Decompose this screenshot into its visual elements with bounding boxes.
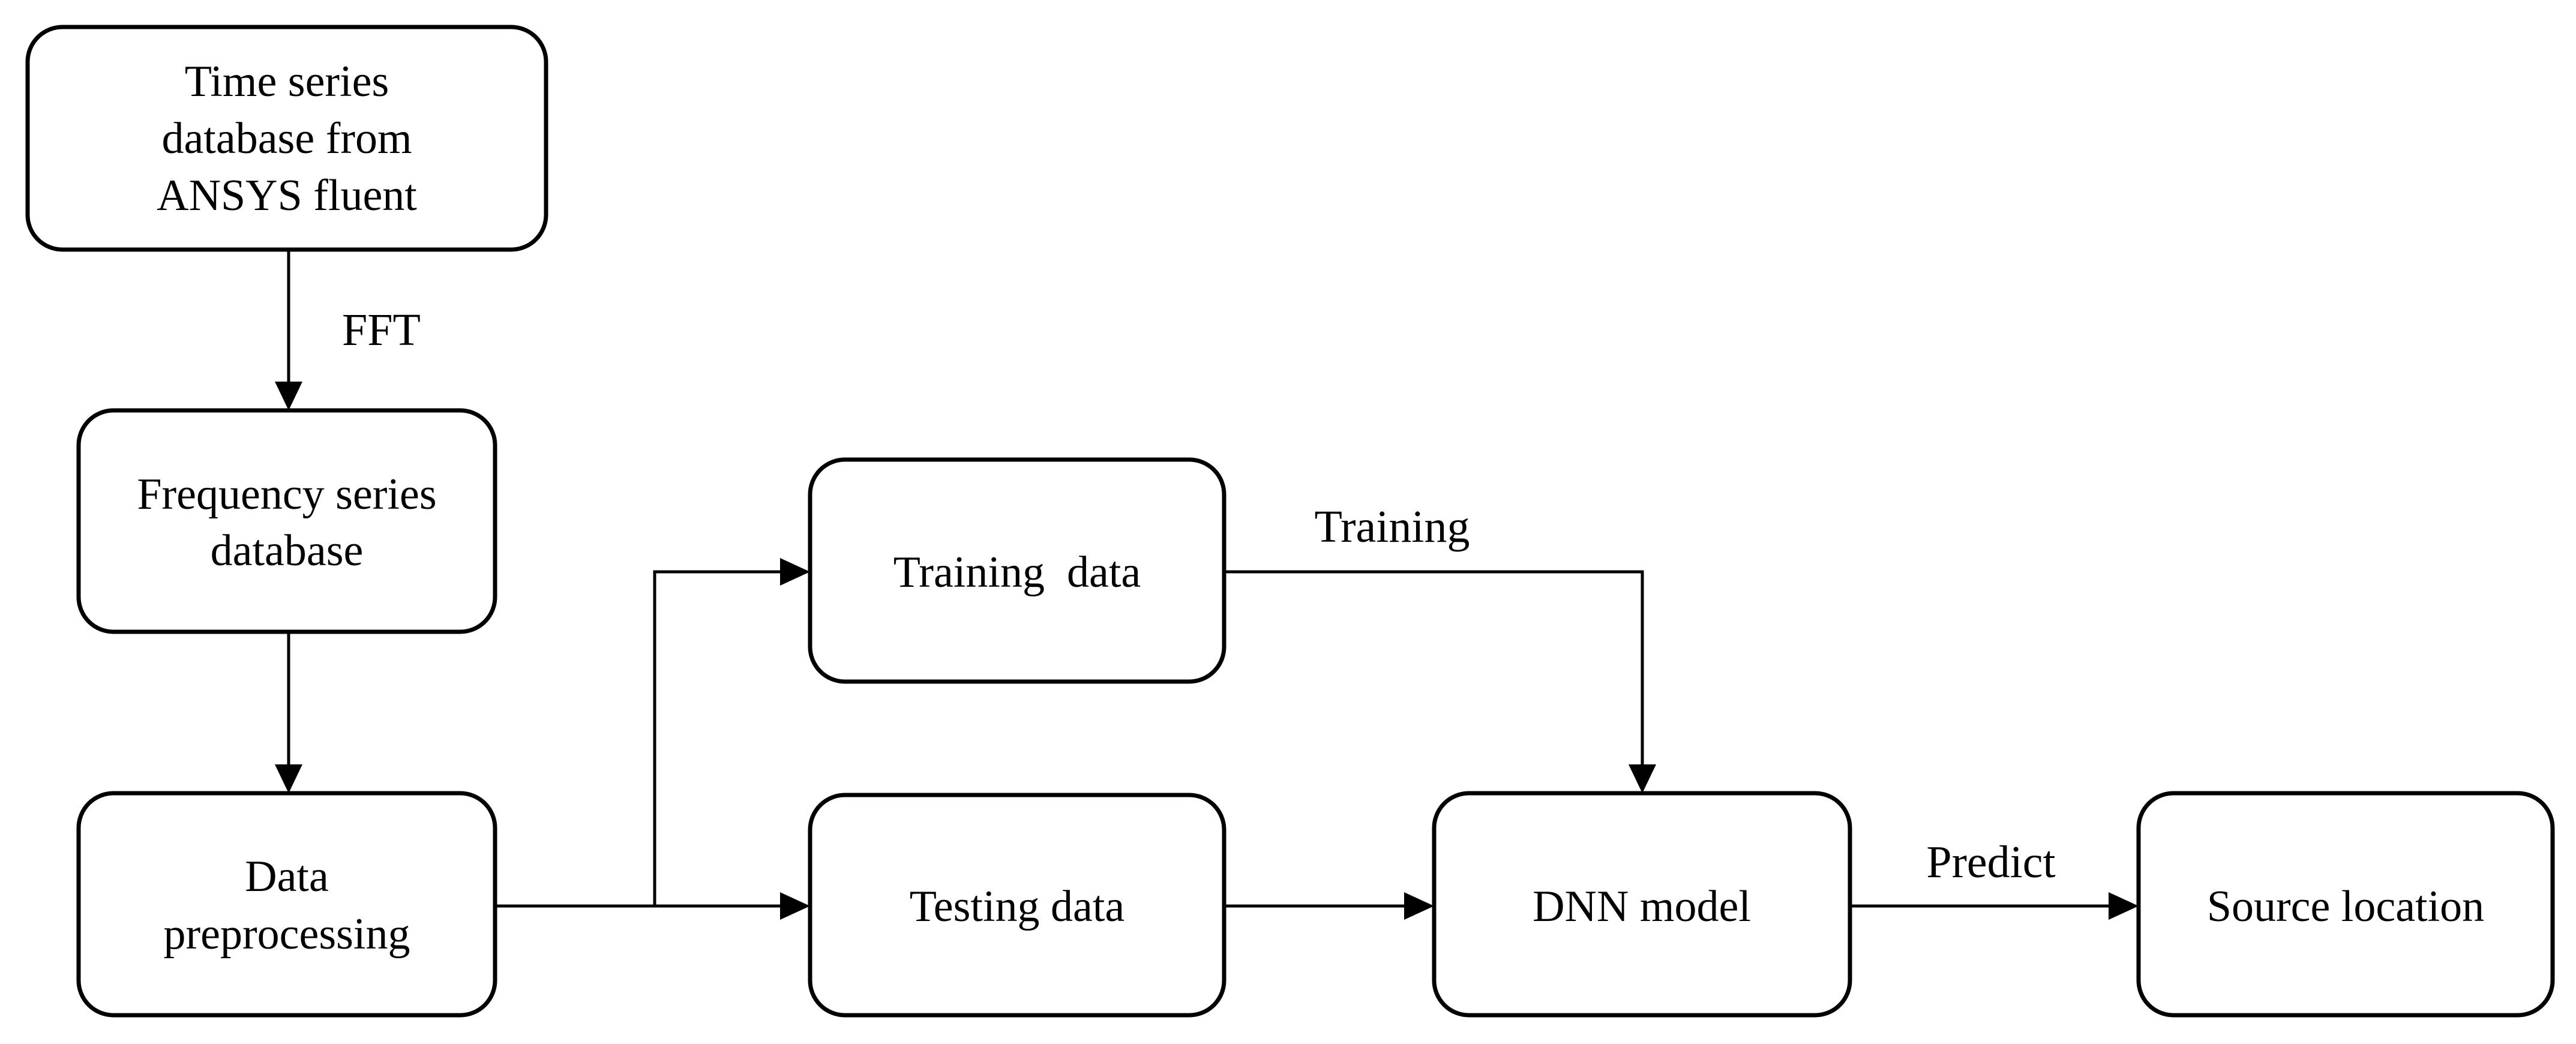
node-training-data: Training data (808, 457, 1226, 684)
arrowhead (780, 892, 810, 920)
node-testing-data: Testing data (808, 793, 1226, 1018)
node-label-line: Source location (2207, 882, 2484, 931)
node-dnn-model: DNN model (1432, 791, 1852, 1018)
node-label-line: Data (245, 852, 329, 901)
node-label-line: database from (161, 114, 412, 163)
edge-frequency-to-preprocessing (275, 632, 302, 793)
node-source-location: Source location (2136, 791, 2555, 1018)
arrowhead (1404, 892, 1434, 920)
node-frequency-series-database: Frequency series database (76, 408, 497, 634)
arrowhead (1629, 764, 1656, 793)
node-label-line: Frequency series (137, 470, 436, 519)
edge-training-to-dnn (1224, 570, 1656, 793)
arrowhead (2109, 892, 2139, 920)
arrowhead (275, 382, 302, 410)
node-time-series-database: Time series database from ANSYS fluent (25, 25, 548, 252)
edge-label-predict: Predict (1926, 837, 2055, 887)
node-label-line: ANSYS fluent (157, 171, 417, 220)
node-label-line: Training data (893, 548, 1141, 597)
node-label-line: Time series (185, 57, 389, 106)
node-label-line: Testing data (910, 882, 1125, 931)
edge-label-fft: FFT (342, 305, 421, 355)
node-label-line: database (211, 526, 364, 575)
node-label-line: DNN model (1533, 882, 1751, 931)
edge-label-training: Training (1314, 502, 1470, 552)
node-data-preprocessing: Data preprocessing (76, 791, 497, 1018)
edge-preprocessing-split (495, 558, 810, 920)
node-label-line: preprocessing (164, 910, 410, 959)
arrowhead (780, 558, 810, 586)
edge-time-to-frequency (275, 250, 302, 410)
edge-dnn-to-source (1850, 892, 2139, 920)
edge-testing-to-dnn (1224, 892, 1434, 920)
arrowhead (275, 764, 302, 793)
